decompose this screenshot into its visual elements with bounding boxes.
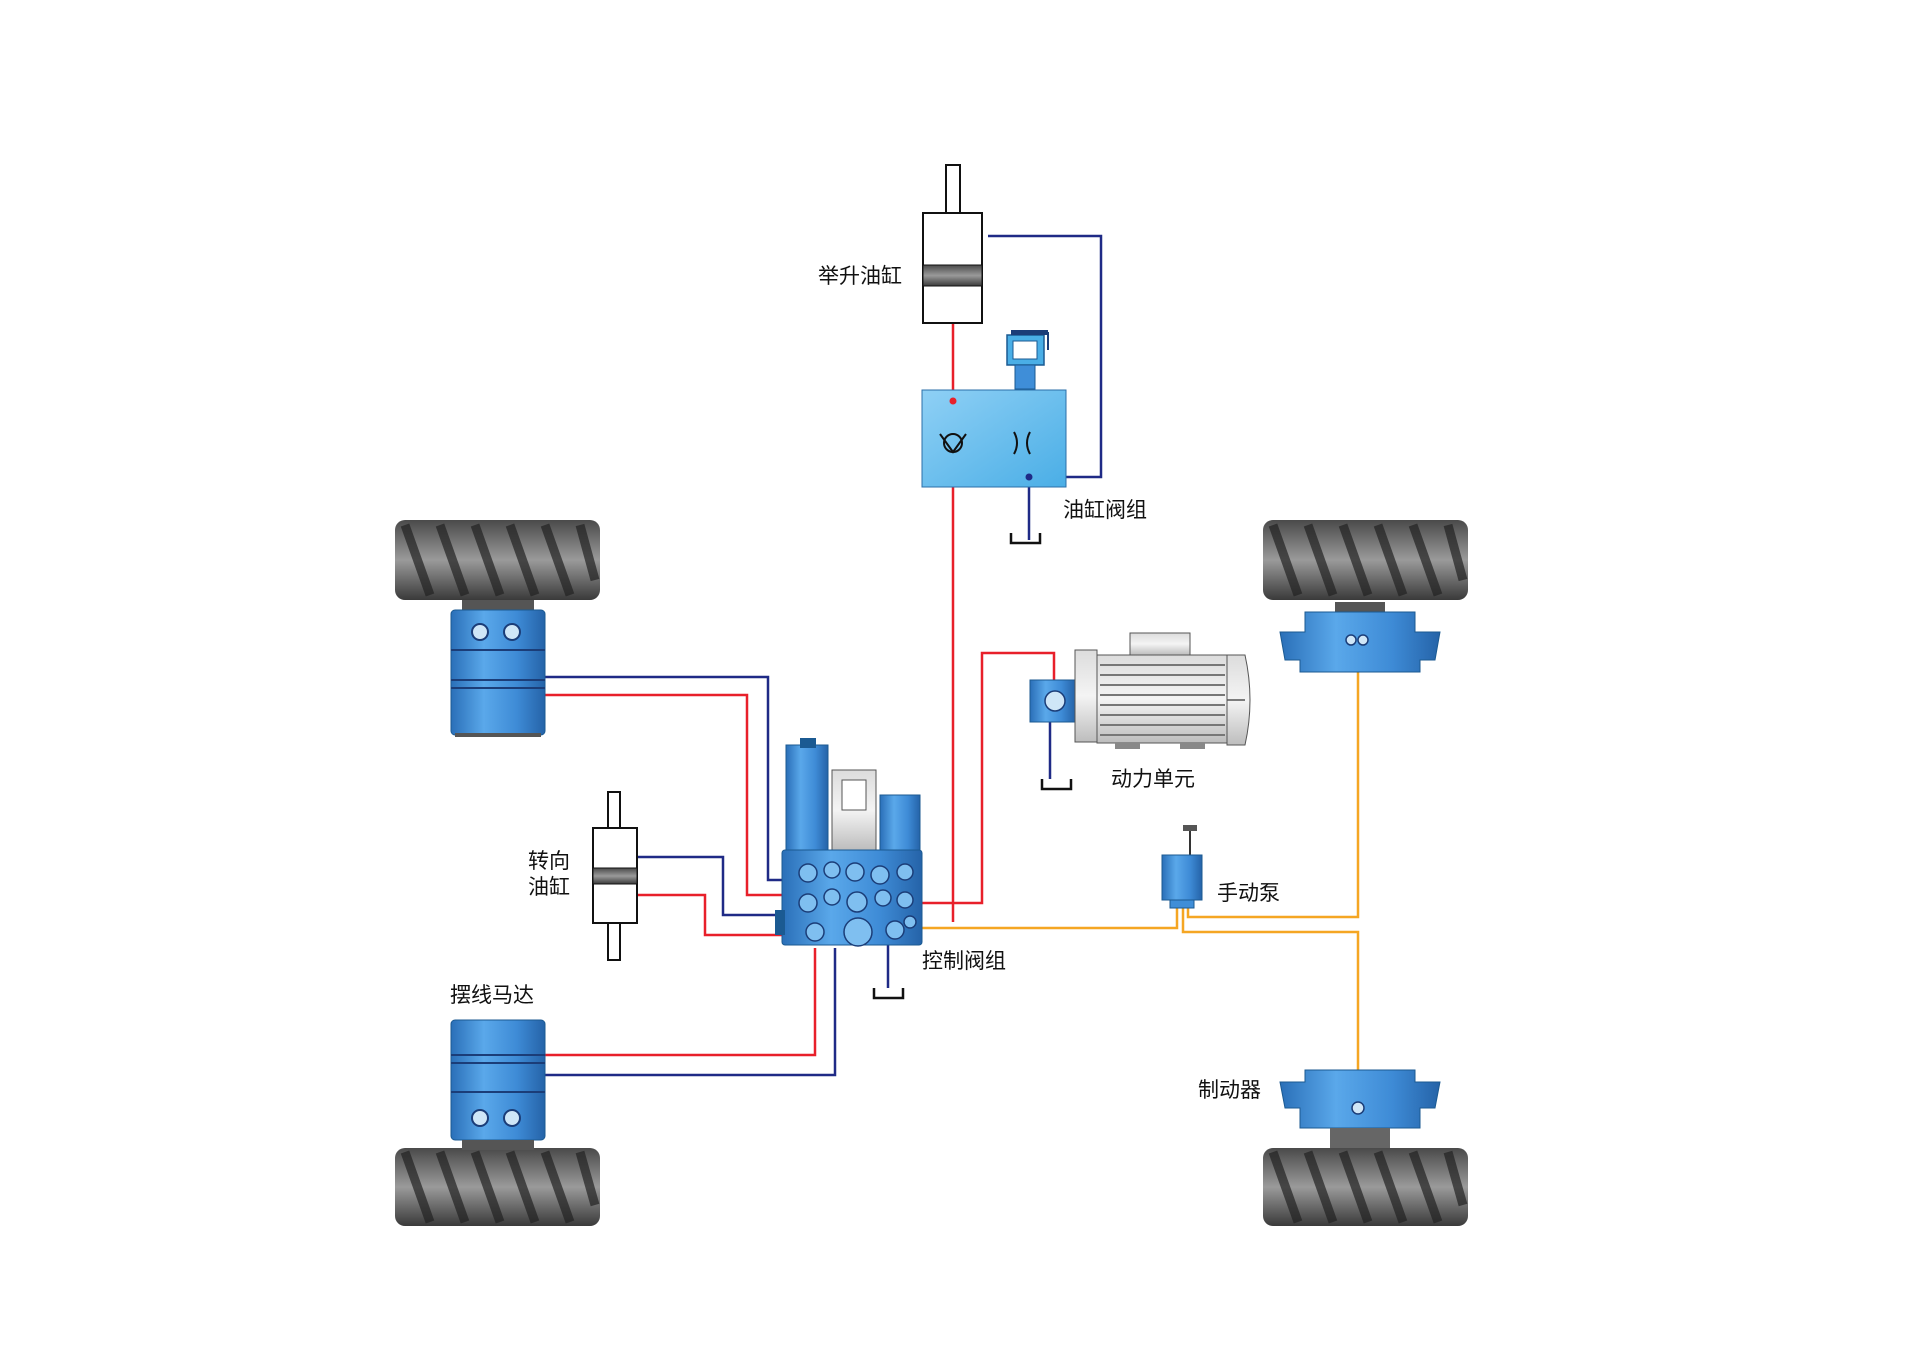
lift-cylinder [922,164,983,324]
tire-bottom-left [395,1148,600,1226]
brake-lines [918,650,1360,1108]
label-power-unit: 动力单元 [1111,767,1195,791]
tire-top-right [1263,520,1468,600]
brake-bottom [1279,1069,1441,1148]
tire-top-left [395,520,600,600]
label-brake: 制动器 [1198,1078,1261,1102]
label-hand-pump: 手动泵 [1217,881,1280,905]
label-cycloid-motor: 摆线马达 [450,983,534,1007]
label-steering-cylinder-line1: 转向 [528,849,570,873]
steering-return-line [637,855,782,917]
tire-bottom-right [1263,1148,1468,1226]
return-lines [510,234,1103,1118]
power-unit [1029,632,1251,749]
hand-pump [1161,825,1203,909]
steering-pressure-line [637,893,782,937]
label-cylinder-valve-block: 油缸阀组 [1063,498,1147,522]
cycloid-motor-bottom [450,1019,546,1150]
tank-symbol-icon [872,533,1073,1000]
cycloid-motor-top [450,600,546,737]
brake-bottom-line [1181,903,1360,1108]
top-motor-return-line [510,632,782,882]
brake-top [1279,602,1441,673]
steering-cylinder [592,791,638,961]
relief-valve-icon [1006,330,1049,390]
label-control-valve-block: 控制阀组 [922,949,1006,973]
brake-main-line [918,903,1179,930]
cylinder-valve-block [921,389,1067,488]
bottom-motor-return-line [510,948,837,1118]
brake-top-line [1186,650,1360,919]
label-lift-cylinder: 举升油缸 [818,264,902,288]
control-valve-block [775,738,923,947]
label-steering-cylinder-line2: 油缸 [528,875,570,899]
